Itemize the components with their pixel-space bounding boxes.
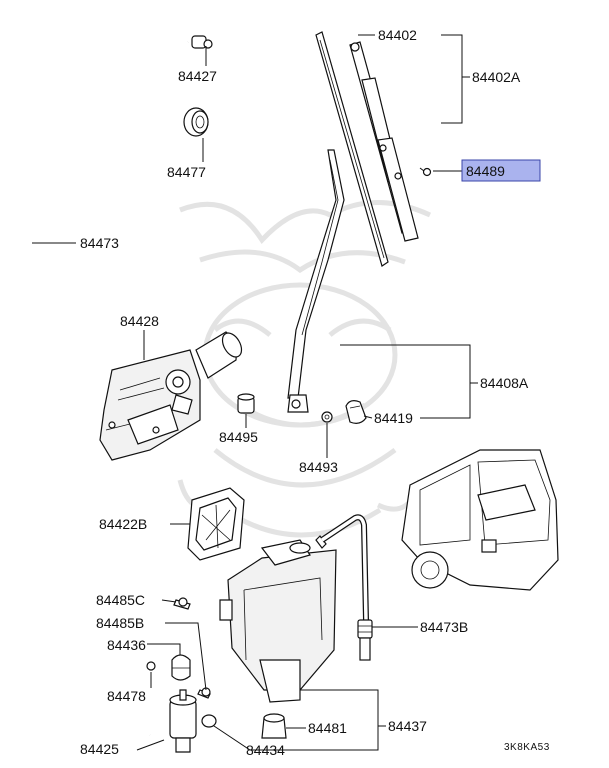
label-84402A[interactable]: 84402A (472, 69, 521, 85)
wiper-blade-screw[interactable] (419, 167, 432, 177)
hose-clip[interactable] (191, 35, 213, 49)
pump-grommet[interactable] (201, 714, 217, 728)
label-84402[interactable]: 84402 (378, 27, 417, 43)
label-84473B[interactable]: 84473B (420, 619, 468, 635)
highlight-box (461, 159, 541, 182)
pump-bracket[interactable] (171, 654, 191, 681)
washer-hose[interactable] (26, 40, 189, 737)
label-84437[interactable]: 84437 (388, 718, 427, 734)
leader-lines (32, 34, 478, 751)
label-84473[interactable]: 84473 (80, 235, 119, 251)
label-84425[interactable]: 84425 (80, 741, 119, 757)
label-84489[interactable]: 84489 (466, 163, 505, 179)
tank-cap-bolt[interactable] (173, 597, 191, 610)
arm-cap[interactable] (345, 400, 367, 424)
wiper-motor[interactable] (99, 330, 245, 461)
label-84436[interactable]: 84436 (107, 637, 146, 653)
tank-cap[interactable] (261, 713, 287, 739)
label-84434[interactable]: 84434 (246, 742, 285, 758)
tank-bolt[interactable] (197, 687, 211, 699)
washer-pump[interactable] (169, 689, 197, 753)
label-84485B[interactable]: 84485B (96, 615, 144, 631)
label-84481[interactable]: 84481 (308, 720, 347, 736)
wiper-blade[interactable] (315, 31, 419, 267)
label-84419[interactable]: 84419 (374, 410, 413, 426)
vehicle-rear-sketch (401, 449, 559, 591)
label-84495[interactable]: 84495 (219, 429, 258, 445)
diagram-code: 3K8KA53 (504, 742, 550, 753)
label-84478[interactable]: 84478 (107, 688, 146, 704)
motor-grommet[interactable] (237, 393, 255, 414)
label-84422B[interactable]: 84422B (99, 516, 147, 532)
part-labels: 84402 84402A 84489 84427 84477 84473 844… (80, 27, 550, 758)
label-84477[interactable]: 84477 (167, 164, 206, 180)
label-84427[interactable]: 84427 (178, 68, 217, 84)
grille-cover[interactable] (187, 487, 245, 561)
label-84485C[interactable]: 84485C (96, 592, 145, 608)
arm-nut[interactable] (321, 411, 333, 423)
label-84408A[interactable]: 84408A (480, 375, 529, 391)
label-84493[interactable]: 84493 (299, 459, 338, 475)
washer-hose-short[interactable] (320, 514, 373, 661)
small-nut[interactable] (146, 661, 156, 671)
washer-tank[interactable] (219, 535, 337, 703)
label-84428[interactable]: 84428 (120, 313, 159, 329)
hose-grommet[interactable] (183, 107, 209, 137)
wiper-arm[interactable] (287, 149, 345, 413)
